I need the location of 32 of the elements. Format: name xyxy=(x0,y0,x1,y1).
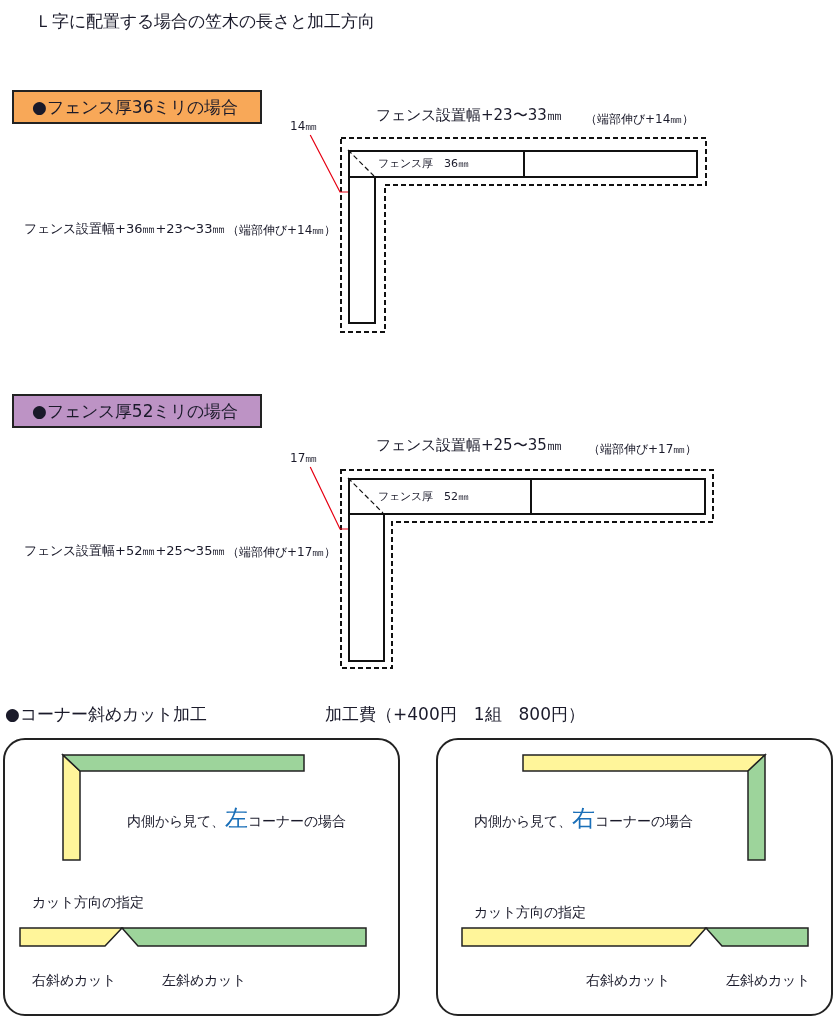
dimension-text: フェンス設置幅+23〜33㎜ xyxy=(376,106,562,125)
cut-label: 右斜めカット xyxy=(586,971,670,990)
dimension-text: 14㎜ xyxy=(290,119,318,134)
dimension-note: （端部伸び+17㎜） xyxy=(227,544,337,560)
heading-box: ●フェンス厚36ミリの場合 xyxy=(12,90,262,124)
dimension-note: （端部伸び+17㎜） xyxy=(588,441,698,457)
cut-label: 左斜めカット xyxy=(726,971,810,990)
dimension-text: フェンス設置幅+25〜35㎜ xyxy=(376,436,562,455)
title: Ｌ字に配置する場合の笠木の長さと加工方向 xyxy=(35,10,375,33)
section-label: カット方向の指定 xyxy=(474,903,586,922)
cut-label: 右斜めカット xyxy=(32,971,116,990)
heading-box: ●フェンス厚52ミリの場合 xyxy=(12,394,262,428)
corner-caption: 内側から見て、右コーナーの場合 xyxy=(474,806,693,833)
dimension-note: （端部伸び+14㎜） xyxy=(585,111,695,127)
dimension-text: 17㎜ xyxy=(290,451,318,466)
fence-box: フェンス厚 36㎜ xyxy=(348,150,525,178)
panel xyxy=(3,738,400,1016)
dimension-text: フェンス設置幅+36㎜+23〜33㎜ xyxy=(24,220,226,237)
fence-box xyxy=(523,150,698,178)
fence-box xyxy=(530,478,706,515)
fence-box xyxy=(348,176,376,324)
corner-caption: 内側から見て、左コーナーの場合 xyxy=(127,806,346,833)
panel xyxy=(436,738,833,1016)
price-text: 加工費（+400円 1組 800円） xyxy=(325,704,585,725)
leader-line xyxy=(309,134,349,193)
dimension-note: （端部伸び+14㎜） xyxy=(227,222,337,238)
fence-box xyxy=(348,513,385,662)
section-label: カット方向の指定 xyxy=(32,893,144,912)
leader-line xyxy=(309,466,349,530)
cut-label: 左斜めカット xyxy=(162,971,246,990)
dimension-text: フェンス設置幅+52㎜+25〜35㎜ xyxy=(24,542,226,559)
fence-box: フェンス厚 52㎜ xyxy=(348,478,532,515)
